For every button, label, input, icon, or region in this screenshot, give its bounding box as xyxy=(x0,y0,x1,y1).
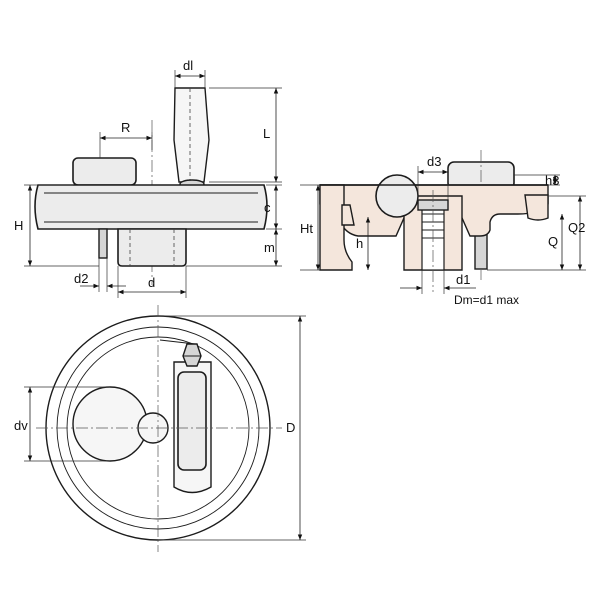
dim-label-d1: d1 xyxy=(456,272,470,287)
dim-label-c: c xyxy=(264,200,271,215)
dim-label-H: H xyxy=(14,218,23,233)
section-view: Ht h d3 h3 Q Q2 d1 Dm=d1 max xyxy=(300,150,586,307)
top-view: dv D xyxy=(14,305,306,552)
dim-label-Q2: Q2 xyxy=(568,220,585,235)
dim-label-D: D xyxy=(286,420,295,435)
folded-handle-ball xyxy=(375,174,419,218)
handle-grip xyxy=(177,371,207,471)
dim-label-h: h xyxy=(356,236,363,251)
dim-label-d2: d2 xyxy=(74,271,88,286)
wheel-rim xyxy=(34,184,268,230)
dim-label-dl: dl xyxy=(183,58,193,73)
spoke-line xyxy=(159,339,196,345)
dim-label-h3: h3 xyxy=(545,173,559,188)
dim-label-Q: Q xyxy=(548,234,558,249)
hinge-nut xyxy=(182,343,202,367)
dim-label-d: d xyxy=(148,275,155,290)
front-view: dl R L c m H d2 d xyxy=(14,58,282,298)
revolving-handle xyxy=(173,87,210,183)
knob-cap xyxy=(72,157,137,186)
handle-hinge xyxy=(182,343,202,367)
dim-label-R: R xyxy=(121,120,130,135)
rim-section-right xyxy=(524,194,549,221)
dim-label-L: L xyxy=(263,126,270,141)
dim-label-d3: d3 xyxy=(427,154,441,169)
knob-top-disk xyxy=(72,386,148,462)
dim-label-Ht: Ht xyxy=(300,221,313,236)
dim-label-m: m xyxy=(264,240,275,255)
dim-label-dv: dv xyxy=(14,418,28,433)
rim-notch-left xyxy=(341,204,355,226)
hub xyxy=(117,228,187,267)
dim-note-dm: Dm=d1 max xyxy=(454,293,519,307)
locating-pin xyxy=(98,228,108,259)
